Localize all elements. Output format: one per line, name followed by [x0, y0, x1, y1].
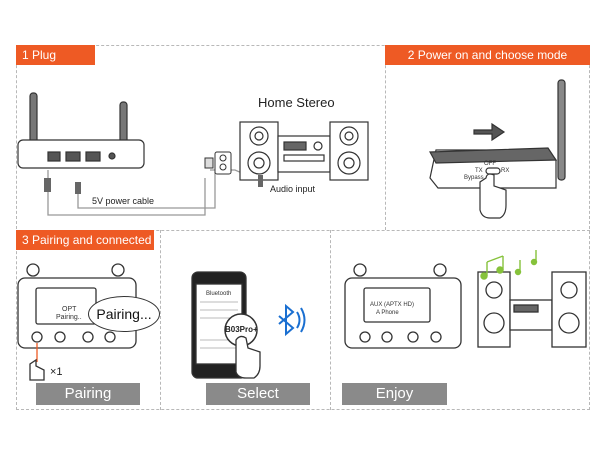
switch-rx-label: RX — [501, 168, 510, 174]
transmitter-device — [17, 92, 145, 169]
antenna-icon — [26, 263, 40, 277]
usb-plug-icon — [75, 182, 81, 194]
instruction-frame — [16, 45, 590, 410]
pairing-bubble: Pairing... — [88, 296, 160, 332]
press-count: ×1 — [50, 366, 63, 378]
bluetooth-icon — [278, 303, 306, 337]
device-screen-status: Pairing.. — [56, 314, 82, 321]
divider — [330, 230, 331, 410]
divider — [385, 45, 386, 230]
device-name: B03Pro+ — [225, 325, 258, 334]
step-3-heading: 3 Pairing and connected — [16, 230, 154, 250]
select-label: Select — [206, 383, 310, 405]
device-screen-mode: OPT — [62, 306, 77, 313]
arrow-right-icon — [473, 122, 506, 142]
phone-screen-title: Bluetooth — [206, 291, 232, 297]
step-1-heading: 1 Plug — [16, 45, 95, 65]
audio-plug-icon — [44, 178, 51, 192]
audio-input-label: Audio input — [270, 184, 316, 194]
hand-pointer-icon — [235, 335, 261, 379]
enjoy-screen-line2: A Phone — [376, 310, 399, 316]
switch-tx-label: TX — [475, 168, 483, 174]
antenna-icon — [557, 79, 566, 181]
home-stereo — [239, 121, 369, 181]
divider — [16, 230, 590, 231]
enjoy-label: Enjoy — [342, 383, 447, 405]
cable-label: 5V power cable — [92, 196, 155, 206]
music-note-icon — [480, 250, 538, 280]
power-plug-icon — [204, 151, 232, 175]
antenna-icon — [353, 263, 367, 277]
home-stereo-label: Home Stereo — [258, 95, 335, 110]
switch-off-label: OFF — [484, 161, 496, 167]
divider — [160, 230, 161, 410]
hand-pointer-icon — [479, 173, 507, 219]
hand-pointer-icon — [29, 358, 45, 381]
antenna-icon — [111, 263, 125, 277]
antenna-icon — [433, 263, 447, 277]
step-2-heading: 2 Power on and choose mode — [385, 45, 590, 65]
switch-bypass-label: Bypass — [464, 175, 484, 181]
pairing-label: Pairing — [36, 383, 140, 405]
enjoy-screen-line1: AUX (APTX HD) — [370, 302, 415, 308]
audio-plug-icon — [258, 175, 263, 187]
